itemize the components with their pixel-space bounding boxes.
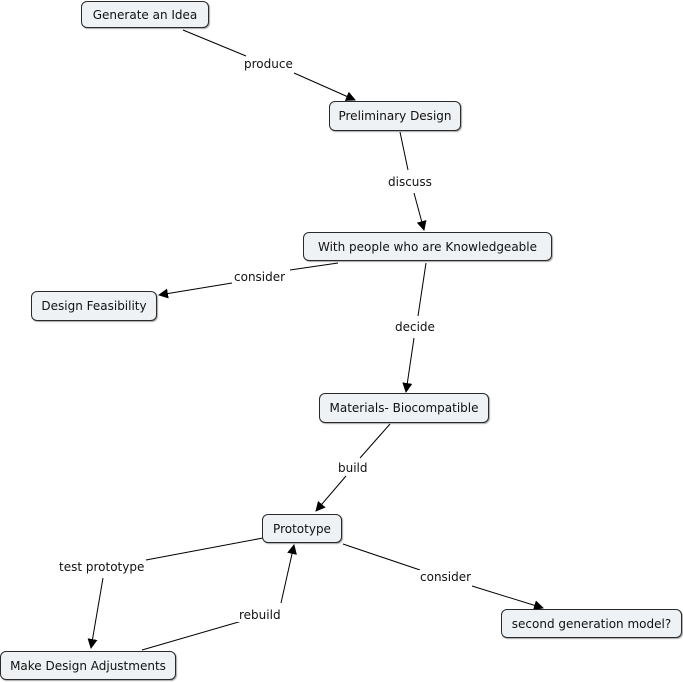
arrow-discuss-knowledgeable <box>413 192 427 231</box>
node-preliminary-design-label: Preliminary Design <box>338 109 452 123</box>
connector-preliminary-discuss <box>399 131 409 171</box>
connector-adjustments-rebuild <box>141 620 243 651</box>
connector-knowledgeable-consider <box>289 262 339 271</box>
arrow-build-prototype <box>315 475 347 512</box>
link-label-build[interactable]: build <box>336 461 370 475</box>
link-label-produce[interactable]: produce <box>242 57 295 71</box>
link-label-rebuild[interactable]: rebuild <box>237 608 283 622</box>
node-preliminary-design[interactable]: Preliminary Design <box>329 101 461 131</box>
node-knowledgeable-people-label: With people who are Knowledgeable <box>318 239 537 254</box>
arrow-consider-feasibility <box>158 282 233 299</box>
connector-idea-produce <box>182 29 247 57</box>
node-prototype[interactable]: Prototype <box>262 514 342 543</box>
arrow-test-adjustments <box>87 577 104 649</box>
arrow-produce-preliminary <box>293 72 356 101</box>
node-generate-idea-label: Generate an Idea <box>92 7 198 22</box>
node-second-generation-label: second generation model? <box>511 616 672 631</box>
connector-prototype-test <box>145 537 264 561</box>
link-label-discuss[interactable]: discuss <box>386 175 434 189</box>
connector-materials-build <box>359 423 391 459</box>
node-design-adjustments[interactable]: Make Design Adjustments <box>0 651 176 680</box>
link-label-test-prototype[interactable]: test prototype <box>57 560 147 574</box>
node-design-feasibility[interactable]: Design Feasibility <box>31 291 157 321</box>
node-knowledgeable-people[interactable]: With people who are Knowledgeable <box>303 232 552 261</box>
link-label-consider-feasibility[interactable]: consider <box>232 270 288 284</box>
connector-prototype-consider <box>342 543 421 571</box>
node-design-adjustments-label: Make Design Adjustments <box>10 658 166 673</box>
node-design-feasibility-label: Design Feasibility <box>41 299 147 313</box>
node-prototype-label: Prototype <box>273 521 331 536</box>
arrow-consider-second-generation <box>471 585 544 611</box>
node-second-generation[interactable]: second generation model? <box>501 609 682 638</box>
node-generate-idea[interactable]: Generate an Idea <box>81 1 209 28</box>
connector-knowledgeable-decide <box>417 262 427 317</box>
node-materials-label: Materials- Biocompatible <box>329 401 479 415</box>
node-materials[interactable]: Materials- Biocompatible <box>319 393 489 423</box>
link-label-consider-next[interactable]: consider <box>418 570 474 584</box>
arrow-decide-materials <box>402 337 415 393</box>
arrow-rebuild-prototype <box>280 544 297 604</box>
link-label-decide[interactable]: decide <box>393 320 437 334</box>
